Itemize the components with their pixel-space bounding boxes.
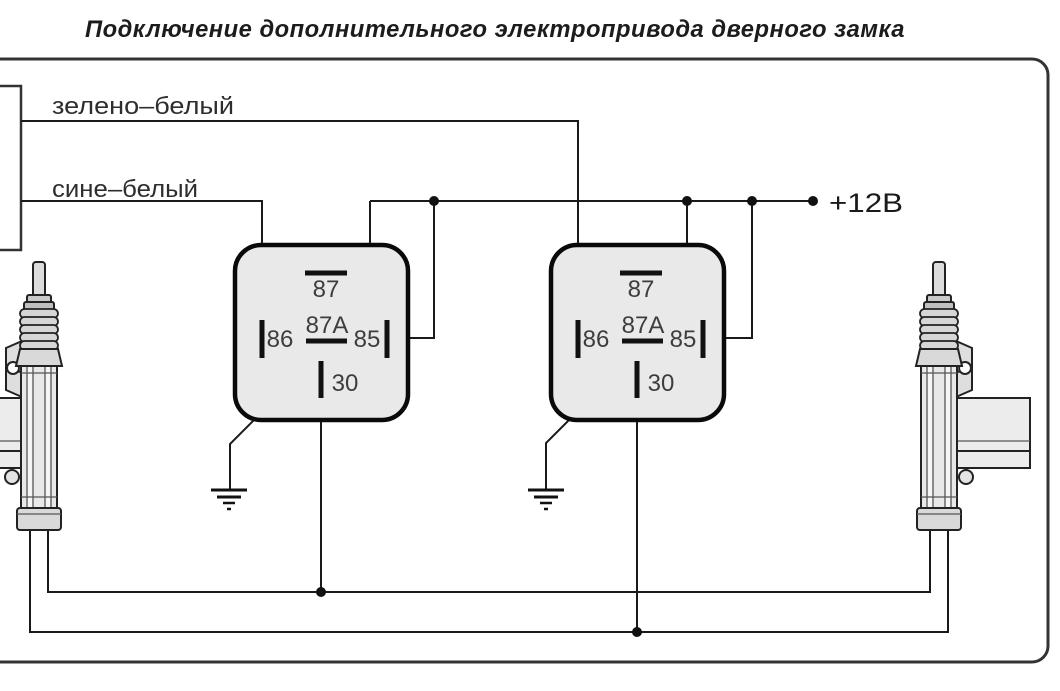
- actuator-bus-outer-wire: [29, 530, 949, 633]
- relay-2: 87 87A 86 85 30: [548, 242, 727, 423]
- green-white-wire-label: зелено–белый: [52, 93, 234, 120]
- relay-1-pin30-label: 30: [332, 370, 359, 397]
- door-lock-actuator-left: [0, 261, 63, 531]
- relay-1-body: [232, 242, 411, 423]
- relay-1-pin87-label: 87: [313, 276, 340, 303]
- blue-white-wire-label: сине–белый: [52, 176, 198, 203]
- junction-dot: [316, 587, 326, 597]
- relay-1: 87 87A 86 85 30: [232, 242, 411, 423]
- ground-icon: [528, 488, 564, 511]
- power-terminal-dot: [808, 196, 818, 206]
- relay-2-pin87a-label: 87A: [622, 312, 665, 339]
- diagram-frame: [0, 57, 1050, 664]
- junction-dot: [429, 196, 439, 206]
- power-12v-label: +12В: [829, 188, 903, 218]
- ground-icon: [211, 488, 247, 511]
- relay-2-body: [548, 242, 727, 423]
- relay-2-pin85-label: 85: [670, 326, 697, 353]
- relay-1-pin87a-label: 87A: [306, 312, 349, 339]
- control-unit-box: [0, 84, 23, 252]
- actuator-bus-inner-wire: [47, 530, 931, 593]
- relay-2-pin86-label: 86: [583, 326, 610, 353]
- relay-1-pin85-label: 85: [354, 326, 381, 353]
- junction-dot: [632, 627, 642, 637]
- blue-white-wire: [21, 200, 263, 322]
- relay-2-pin87-label: 87: [628, 276, 655, 303]
- page-title: Подключение дополнительного электроприво…: [85, 16, 905, 43]
- junction-dot: [682, 196, 692, 206]
- relay-2-pin30-label: 30: [648, 370, 675, 397]
- door-lock-actuator-right: [915, 261, 1031, 531]
- relay-1-pin86-label: 86: [267, 326, 294, 353]
- junction-dot: [747, 196, 757, 206]
